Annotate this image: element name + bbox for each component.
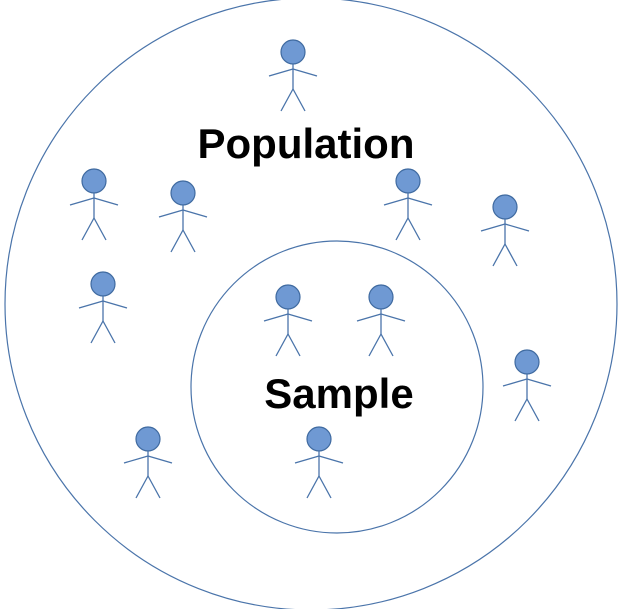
person-icon: [158, 180, 208, 253]
person-icon: [69, 168, 119, 241]
population-label: Population: [198, 120, 415, 167]
person-icon: [383, 168, 433, 241]
person-icon: [356, 284, 406, 357]
sample-label: Sample: [264, 370, 413, 417]
population-circle: [4, 0, 618, 609]
person-icon: [123, 426, 173, 499]
person-icon: [294, 426, 344, 499]
person-icon: [263, 284, 313, 357]
person-icon: [480, 194, 530, 267]
person-icon: [78, 271, 128, 344]
person-icon: [268, 39, 318, 112]
person-icon: [502, 349, 552, 422]
population-figures: [69, 39, 552, 499]
sample-circle: [190, 240, 484, 534]
